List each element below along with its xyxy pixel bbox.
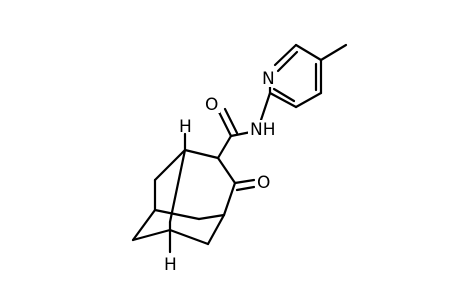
bond-back-ch2-to-bridgehead-bottom	[131, 228, 172, 242]
bond-ring-c3-to-c2	[268, 91, 298, 109]
bond-mid-ch2-to-bridgehead-right	[197, 213, 226, 221]
bond-bridgehead-top-to-left-ch2	[153, 148, 187, 182]
bond-c-alpha-to-ketone-carbon	[216, 156, 237, 185]
amide-nitrogen-label: NH	[250, 120, 276, 140]
amide-oxygen-label: O	[205, 95, 218, 115]
bond-ring-n-to-c6	[273, 43, 298, 67]
bond-c-alpha-to-bridgehead-top	[183, 148, 220, 160]
bond-ring-n-c6-inner	[276, 50, 299, 73]
pyridine-nitrogen-label: N	[262, 69, 275, 89]
atom-labels: N NH O O H H	[164, 69, 278, 275]
bond-front-ch2-to-bridgehead-bottom	[168, 228, 210, 246]
bond-nh-to-carbonyl	[229, 130, 253, 138]
bond-ketone-co-b	[235, 185, 256, 192]
adamantanone-cage	[131, 132, 256, 254]
bond-ring-c4-to-c3	[294, 91, 323, 109]
bond-carbonyl-co-b	[223, 107, 239, 135]
bridgehead-hydrogen-top-label: H	[179, 117, 192, 137]
bond-bridgehead-top-to-inner-ch2	[168, 148, 187, 224]
bridgehead-hydrogen-bottom-label: H	[164, 255, 177, 275]
bond-ring-top-to-methyl-carbon	[294, 43, 323, 62]
bond-ketone-to-bridgehead-right	[222, 181, 237, 217]
bond-bridgehead-left-to-mid-ch2	[153, 208, 201, 221]
bond-methyl	[319, 43, 348, 62]
bond-c2-to-nh	[259, 91, 272, 122]
bond-bridgehead-right-to-front-ch2	[206, 213, 226, 246]
amide-group	[216, 91, 272, 160]
bond-carbonyl-co-a	[217, 110, 233, 138]
bond-ring-c3-inner	[272, 87, 296, 103]
ketone-oxygen-label: O	[257, 173, 270, 193]
pyridine-ring	[268, 43, 348, 109]
bond-carbonyl-to-c-alpha	[216, 134, 233, 160]
bond-ketone-co-a	[233, 178, 256, 185]
bond-bridgehead-left-to-back-ch2	[131, 208, 157, 242]
